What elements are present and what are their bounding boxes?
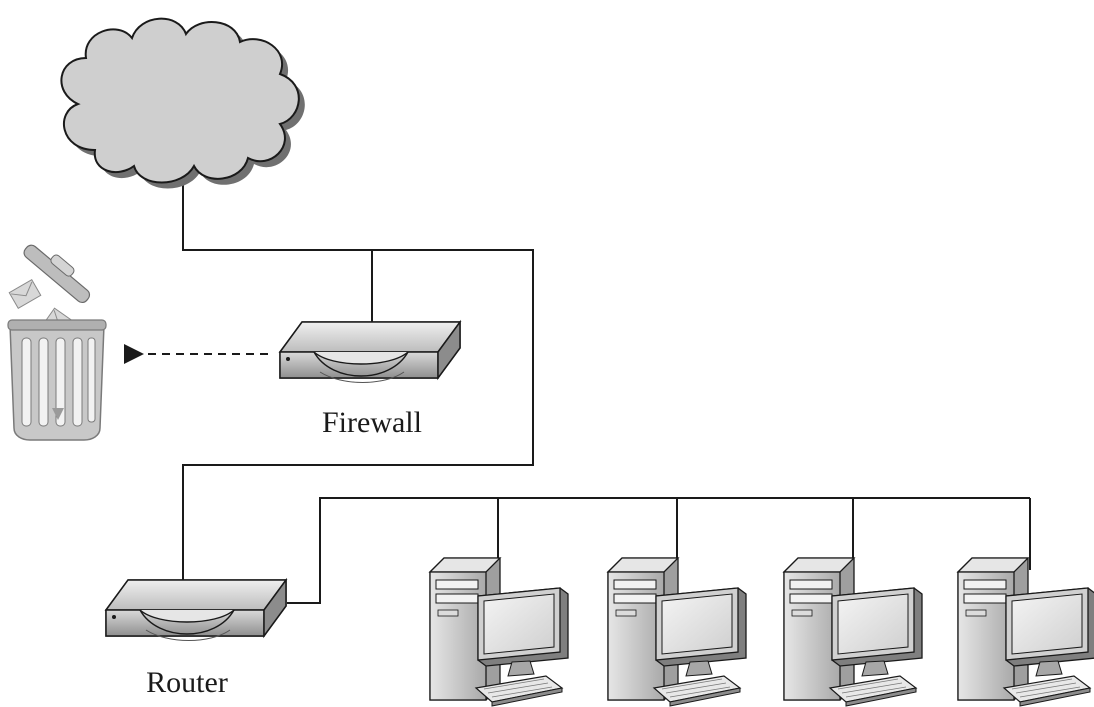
router-device-icon	[105, 579, 287, 642]
trash-can-icon	[7, 244, 107, 441]
desktop-computer-icon	[429, 557, 569, 707]
envelope-icon	[8, 279, 42, 309]
desktop-computer-icon	[783, 557, 923, 707]
desktop-computer-icon	[957, 557, 1094, 707]
router-label: Router	[146, 666, 228, 699]
cloud-icon	[60, 17, 305, 189]
desktop-computer-icon	[607, 557, 747, 707]
router-to-lan-bus-link	[287, 497, 1030, 604]
internet-to-router-link	[182, 185, 534, 605]
firewall-device-icon	[279, 321, 461, 384]
connection-lines	[182, 185, 1031, 605]
firewall-label: Firewall	[322, 406, 422, 439]
